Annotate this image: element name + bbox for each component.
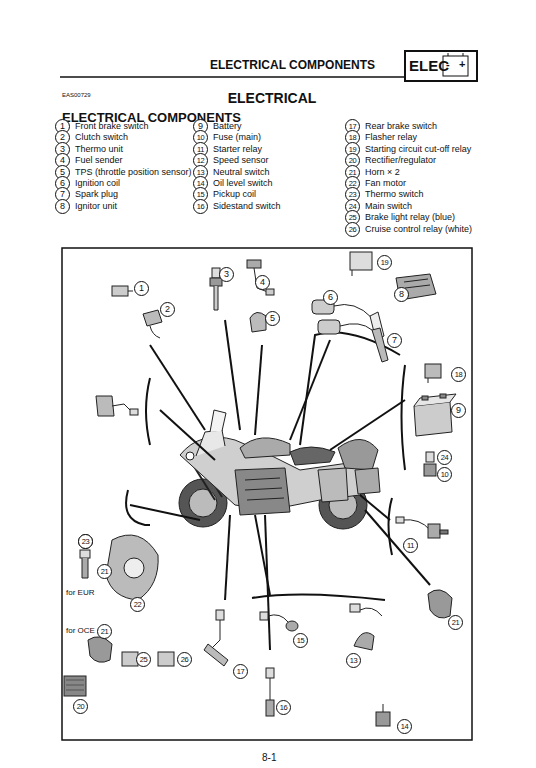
callout-number: 13 [346,653,361,668]
callout-number: 26 [177,652,192,667]
callout-number: 21 [97,564,112,579]
callout-number: 16 [193,199,208,214]
component-icon [64,252,456,726]
callout-number: 9 [451,403,466,418]
part-name: Fan motor [365,178,406,188]
callout-number: 24 [437,450,452,465]
header-title: ELECTRICAL COMPONENTS [210,58,375,72]
part-name: Ignition coil [75,178,120,188]
part-name: Clutch switch [75,132,128,142]
callout-number: 1 [134,281,149,296]
region-note: for EUR [66,588,94,597]
part-name: Rectifier/regulator [365,155,436,165]
part-name: Main switch [365,201,412,211]
callout-number: 11 [403,538,418,553]
part-name: Neutral switch [213,167,270,177]
callout-number: 4 [255,275,270,290]
header-rule [60,76,404,78]
part-name: Flasher relay [365,132,417,142]
callout-number: 5 [265,311,280,326]
callout-number: 26 [345,222,360,237]
part-name: Speed sensor [213,155,269,165]
callout-number: 25 [136,652,151,667]
part-name: Fuse (main) [213,132,261,142]
part-name: Thermo unit [75,144,123,154]
doc-code: EAS00729 [62,92,91,98]
region-note: for OCE [66,626,95,635]
callout-number: 2 [160,302,175,317]
part-name: Horn × 2 [365,167,400,177]
part-name: Front brake switch [75,121,149,131]
callout-number: 6 [323,290,338,305]
callout-number: 7 [387,333,402,348]
callout-number: 20 [73,699,88,714]
part-name: Pickup coil [213,189,256,199]
heading: ELECTRICAL [228,90,317,106]
motorcycle [179,410,380,529]
callout-number: 15 [293,633,308,648]
tab-label: ELEC [409,57,449,74]
part-name: Starter relay [213,144,262,154]
part-name: Ignitor unit [75,201,117,211]
page-number: 8-1 [262,752,276,763]
part-name: Oil level switch [213,178,273,188]
section-tab: ELEC [404,50,478,82]
callout-number: 14 [397,719,412,734]
callout-number: 21 [448,615,463,630]
part-name: Fuel sender [75,155,123,165]
part-name: TPS (throttle position sensor) [75,167,192,177]
callout-number: 18 [451,367,466,382]
part-name: Sidestand switch [213,201,281,211]
part-name: Starting circuit cut-off relay [365,144,471,154]
callout-number: 8 [55,199,70,214]
callout-number: 16 [276,700,291,715]
callout-number: 10 [437,467,452,482]
callout-number: 19 [377,255,392,270]
leader-line [126,320,430,650]
frame [62,248,472,740]
part-name: Battery [213,121,242,131]
part-name: Rear brake switch [365,121,437,131]
callout-number: 21 [97,624,112,639]
callout-number: 3 [219,267,234,282]
battery-sign: + [459,58,465,70]
callout-number: 8 [394,287,409,302]
battery-sign: - [446,58,450,70]
part-name: Spark plug [75,189,118,199]
callout-number: 23 [78,534,93,549]
part-name: Cruise control relay (white) [365,224,472,234]
part-name: Brake light relay (blue) [365,212,455,222]
callout-number: 17 [233,664,248,679]
part-name: Thermo switch [365,189,424,199]
callout-number: 22 [130,597,145,612]
